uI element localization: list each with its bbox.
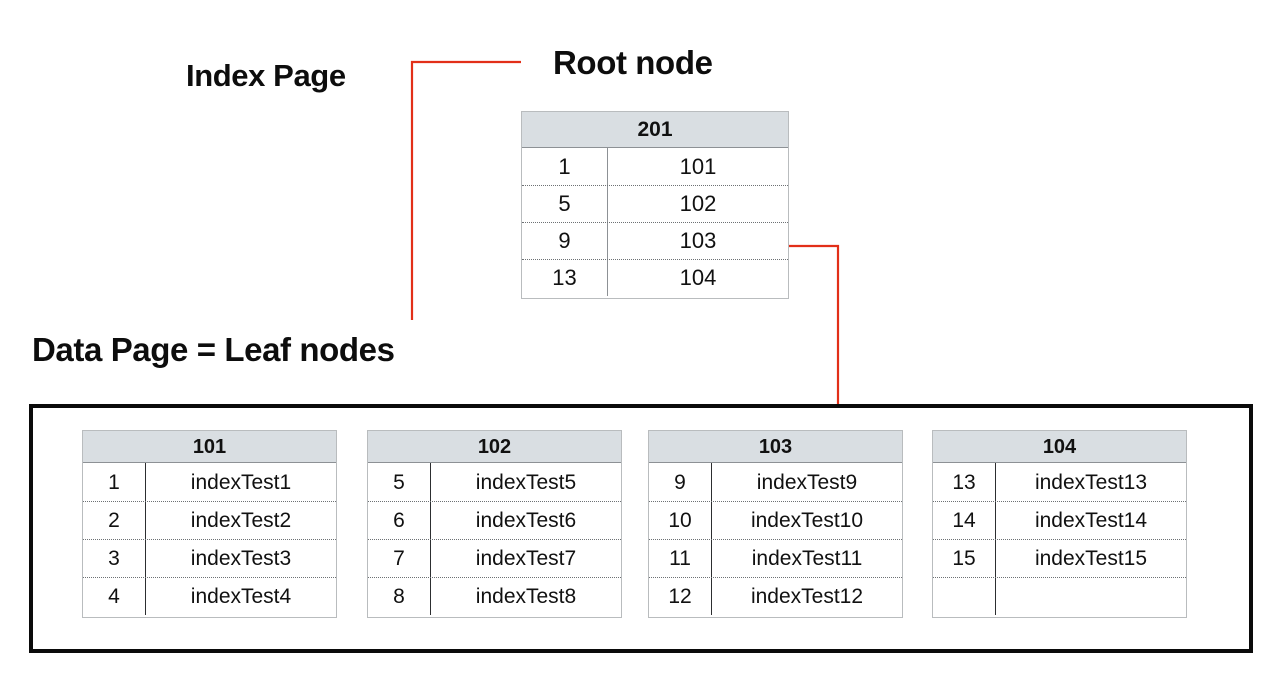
leaf-node-page-id: 103 xyxy=(649,431,902,463)
leaf-node-rows: 9 indexTest9 10 indexTest10 11 indexTest… xyxy=(649,463,902,615)
leaf-node-rows: 5 indexTest5 6 indexTest6 7 indexTest7 8… xyxy=(368,463,621,615)
leaf-row-value: indexTest4 xyxy=(190,585,292,608)
table-row: 13 indexTest13 xyxy=(933,463,1186,501)
leaf-row-key: 8 xyxy=(368,578,431,615)
leaf-row-value: indexTest15 xyxy=(1034,547,1148,570)
leaf-row-value xyxy=(996,578,1186,615)
leaf-row-key: 15 xyxy=(933,540,996,577)
table-row: 3 indexTest3 xyxy=(83,539,336,577)
leaf-row-key: 7 xyxy=(368,540,431,577)
leaf-row-key: 1 xyxy=(83,463,146,501)
table-row: 1 indexTest1 xyxy=(83,463,336,501)
root-row-key: 1 xyxy=(522,148,608,185)
table-row: 10 indexTest10 xyxy=(649,501,902,539)
leaf-row-key xyxy=(933,578,996,615)
leaf-node-rows: 1 indexTest1 2 indexTest2 3 indexTest3 4… xyxy=(83,463,336,615)
leaf-row-value: indexTest7 xyxy=(475,547,577,570)
leaf-row-key: 5 xyxy=(368,463,431,501)
leaf-row-value: indexTest11 xyxy=(751,547,863,570)
leaf-node-table-102: 102 5 indexTest5 6 indexTest6 7 indexTes… xyxy=(367,430,622,618)
leaf-row-value: indexTest9 xyxy=(756,470,858,494)
leaf-row-key: 14 xyxy=(933,502,996,539)
leaf-row-key: 13 xyxy=(933,463,996,501)
leaf-row-value: indexTest2 xyxy=(190,509,292,532)
leaf-row-value: indexTest8 xyxy=(475,585,577,608)
root-row-pointer: 101 xyxy=(679,153,717,179)
leaf-row-key: 6 xyxy=(368,502,431,539)
leaf-row-value: indexTest6 xyxy=(475,509,577,532)
leaf-row-value: indexTest3 xyxy=(190,547,292,570)
leaf-row-key: 10 xyxy=(649,502,712,539)
root-row-pointer: 102 xyxy=(679,191,717,216)
leaf-row-key: 12 xyxy=(649,578,712,615)
table-row: 6 indexTest6 xyxy=(368,501,621,539)
leaf-row-key: 9 xyxy=(649,463,712,501)
leaf-node-table-103: 103 9 indexTest9 10 indexTest10 11 index… xyxy=(648,430,903,618)
table-row: 5 102 xyxy=(522,185,788,222)
leaf-row-key: 2 xyxy=(83,502,146,539)
root-row-key: 9 xyxy=(522,223,608,259)
root-node-label: Root node xyxy=(553,44,713,81)
leaf-row-value: indexTest14 xyxy=(1034,509,1148,532)
index-page-label: Index Page xyxy=(186,58,346,93)
leaf-row-value: indexTest1 xyxy=(190,470,292,494)
root-node-table: 201 1 101 5 102 9 103 13 104 xyxy=(521,111,789,299)
table-row: 15 indexTest15 xyxy=(933,539,1186,577)
root-to-leaf-103-connector xyxy=(789,244,840,418)
table-row: 8 indexTest8 xyxy=(368,577,621,615)
table-row: 14 indexTest14 xyxy=(933,501,1186,539)
table-row: 2 indexTest2 xyxy=(83,501,336,539)
root-node-page-id: 201 xyxy=(522,112,788,148)
leaf-row-key: 3 xyxy=(83,540,146,577)
root-row-key: 13 xyxy=(522,260,608,296)
leaf-row-value: indexTest10 xyxy=(750,509,864,532)
leaf-node-page-id: 104 xyxy=(933,431,1186,463)
table-row: 7 indexTest7 xyxy=(368,539,621,577)
leaf-node-rows: 13 indexTest13 14 indexTest14 15 indexTe… xyxy=(933,463,1186,615)
table-row: 4 indexTest4 xyxy=(83,577,336,615)
leaf-row-key: 4 xyxy=(83,578,146,615)
leaf-node-table-104: 104 13 indexTest13 14 indexTest14 15 ind… xyxy=(932,430,1187,618)
table-row: 9 103 xyxy=(522,222,788,259)
root-row-pointer: 104 xyxy=(679,265,717,290)
leaf-row-value: indexTest12 xyxy=(750,585,864,608)
root-row-key: 5 xyxy=(522,186,608,222)
leaf-node-table-101: 101 1 indexTest1 2 indexTest2 3 indexTes… xyxy=(82,430,337,618)
leaf-row-key: 11 xyxy=(649,540,712,577)
leaf-row-value: indexTest5 xyxy=(475,470,577,494)
leaf-node-page-id: 101 xyxy=(83,431,336,463)
data-page-label: Data Page = Leaf nodes xyxy=(32,331,395,368)
root-row-pointer: 103 xyxy=(679,228,717,253)
table-row: 1 101 xyxy=(522,148,788,185)
table-row: 5 indexTest5 xyxy=(368,463,621,501)
table-row: 11 indexTest11 xyxy=(649,539,902,577)
leaf-row-value: indexTest13 xyxy=(1034,470,1148,494)
table-row: 13 104 xyxy=(522,259,788,296)
index-page-connector xyxy=(410,60,521,320)
table-row: 9 indexTest9 xyxy=(649,463,902,501)
table-row-empty xyxy=(933,577,1186,615)
table-row: 12 indexTest12 xyxy=(649,577,902,615)
leaf-node-page-id: 102 xyxy=(368,431,621,463)
root-node-rows: 1 101 5 102 9 103 13 104 xyxy=(522,148,788,296)
